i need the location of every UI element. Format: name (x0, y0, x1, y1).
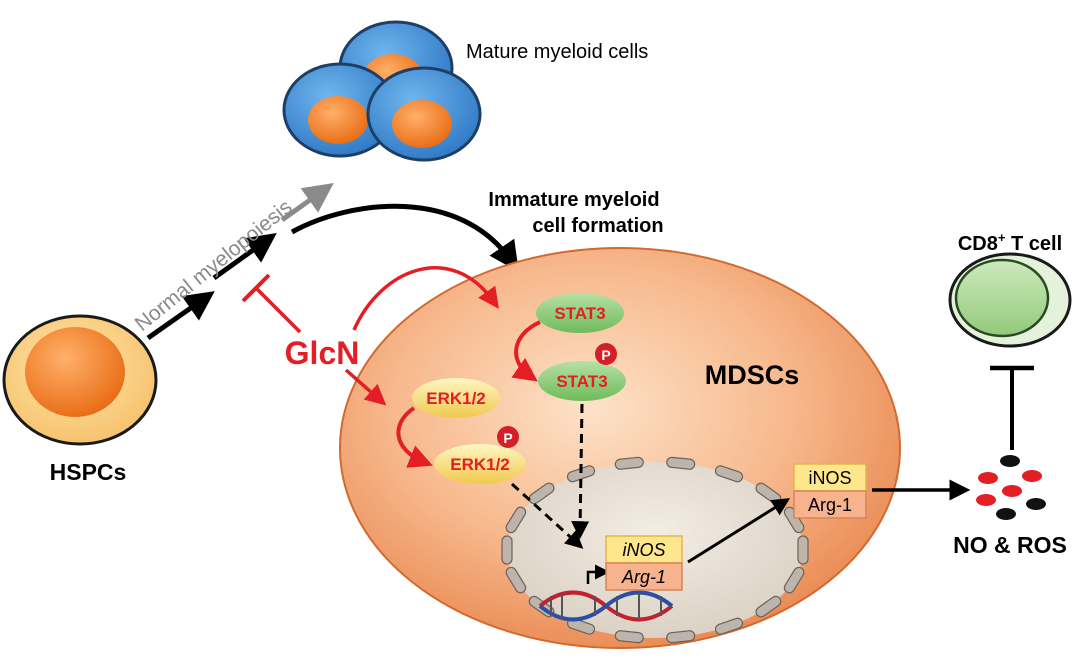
erk-phosphate-label: P (503, 430, 512, 446)
mdscs-label: MDSCs (705, 360, 800, 390)
normal-myelopoiesis-arrow (280, 183, 334, 223)
arg1-protein-box (793, 490, 867, 519)
nuclear-envelope-segment (714, 465, 744, 483)
stat3-phosphorylation-arrow (511, 320, 541, 382)
stat3-to-nucleus-arrow (571, 403, 590, 540)
inos-gene-box (605, 535, 683, 564)
no-ros-label: NO & ROS (953, 532, 1067, 558)
mature-myeloid-cells-icon (282, 20, 482, 162)
stat3-phosphate-icon (595, 343, 617, 365)
stat3-node (536, 293, 624, 333)
transcription-start-arrow (586, 564, 610, 584)
immature-label-line1: Immature myeloid (488, 189, 659, 211)
nuclear-envelope-segment (797, 535, 809, 565)
erk-node (412, 378, 500, 418)
arg1-gene-label: Arg-1 (621, 567, 666, 587)
nuclear-envelope-segment (614, 456, 644, 470)
erk-phospho-label: ERK1/2 (450, 455, 510, 474)
hspcs-label: HSPCs (50, 459, 127, 485)
nuclear-envelope-segment (666, 456, 696, 470)
cd8-label: CD8+ T cell (958, 230, 1062, 255)
glcn-inhibition-line (254, 286, 302, 334)
glcn-to-stat3-arrow (352, 266, 499, 331)
immature-formation-arrow (290, 203, 519, 272)
inos-gene-label: iNOS (622, 540, 665, 560)
translation-arrow (687, 498, 791, 564)
stat3-label: STAT3 (554, 304, 605, 323)
inos-protein-box (793, 463, 867, 492)
nuclear-envelope-segment (501, 535, 513, 565)
arg1-protein-label: Arg-1 (808, 495, 852, 515)
erk-label: ERK1/2 (426, 389, 486, 408)
nuclear-envelope-segment (714, 617, 744, 635)
progenitor-step-arrow (212, 233, 277, 281)
nuclear-envelope-segments (501, 456, 809, 644)
nuclear-envelope-segment (783, 566, 805, 594)
nuclear-envelope-segment (566, 617, 596, 635)
immature-label-line2: cell formation (532, 215, 663, 237)
inos-protein-label: iNOS (808, 468, 851, 488)
glcn-label: GlcN (285, 335, 360, 371)
normal-myelopoiesis-label: Normal myelopoiesis (131, 195, 297, 336)
erk-phosphate-icon (497, 426, 519, 448)
glcn-inhibition-bar (241, 273, 271, 303)
no-ros-molecules-icon (976, 455, 1046, 520)
stat3-phosphate-label: P (601, 347, 610, 363)
glcn-to-erk-arrow (344, 368, 387, 406)
mature-myeloid-label: Mature myeloid cells (466, 41, 648, 63)
stat3-phospho-node (538, 361, 626, 401)
nuclear-envelope-segment (505, 566, 527, 594)
nuclear-envelope-segment (614, 630, 644, 644)
arg1-gene-box (605, 562, 683, 591)
cd8-t-cell-icon (948, 252, 1072, 348)
stat3-phospho-label: STAT3 (556, 372, 607, 391)
nuclear-envelope-segment (666, 630, 696, 644)
nuclear-envelope-segment (528, 482, 555, 505)
nuclear-envelope-segment (755, 595, 782, 618)
nuclear-envelope-segment (566, 465, 596, 483)
erk-phospho-node (434, 444, 526, 484)
erk-phosphorylation-arrow (396, 406, 433, 468)
nuclear-envelope-segment (505, 506, 527, 534)
dna-icon (538, 590, 674, 622)
hspc-cell-icon (2, 314, 158, 446)
hspc-to-progenitor-arrow (146, 291, 215, 341)
